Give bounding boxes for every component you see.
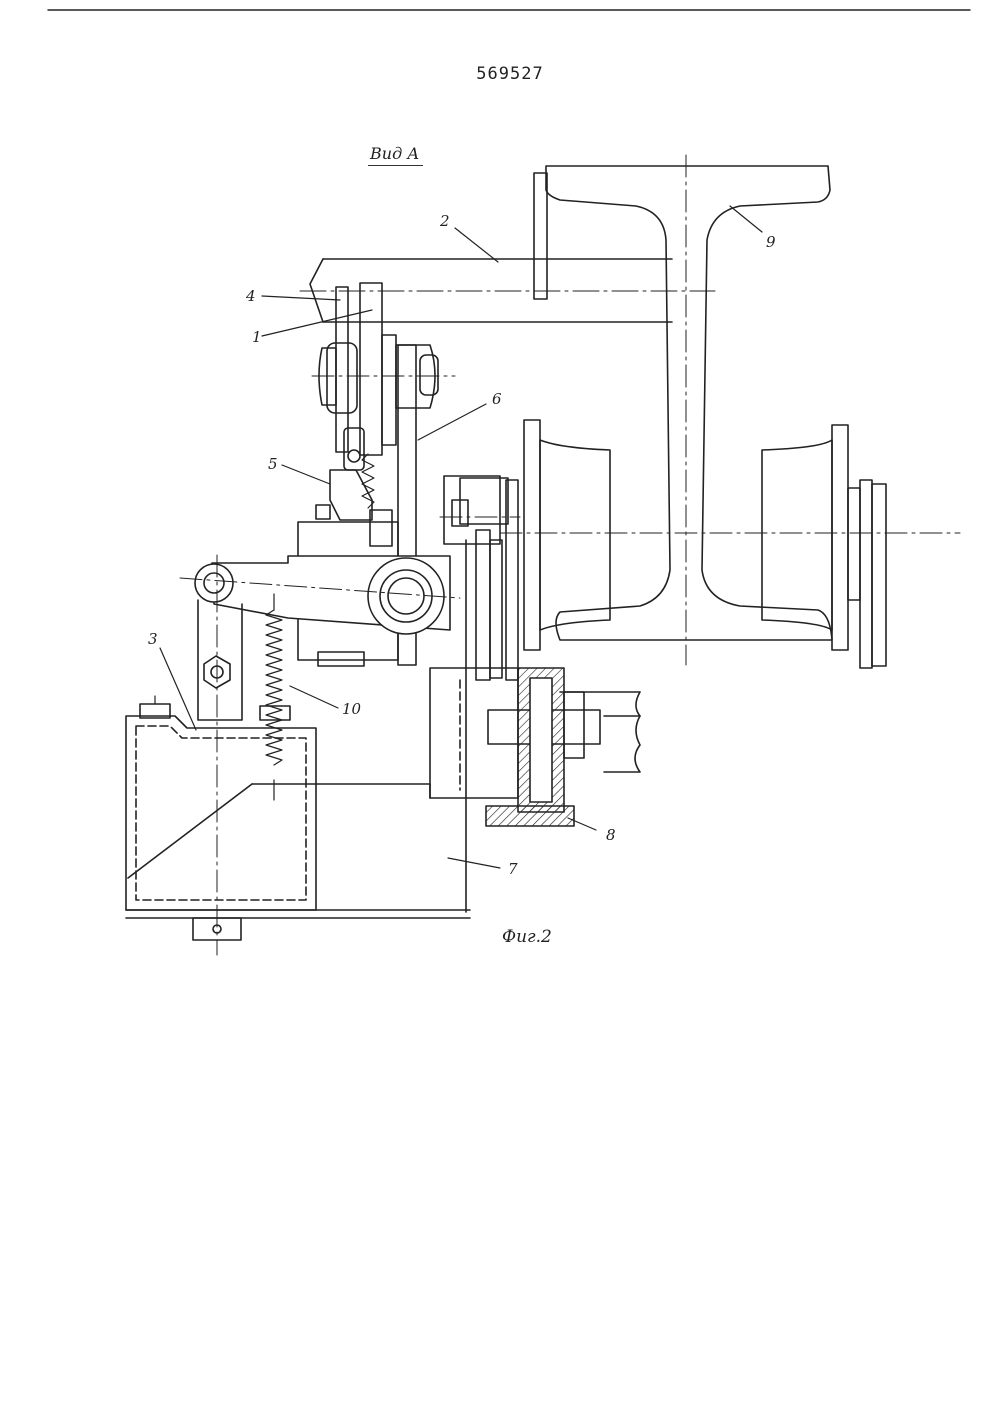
label-7: 7 [508,860,518,878]
leader-lines [160,206,762,868]
label-9: 9 [766,233,776,251]
reference-numerals: 2 9 4 1 6 5 3 10 8 7 [148,212,776,878]
counterweight-tank [126,696,470,940]
label-10: 10 [342,700,362,718]
i-beam-rail [534,155,832,665]
label-2: 2 [439,212,450,230]
label-6: 6 [492,390,502,408]
label-3: 3 [148,630,158,648]
left-wheel [500,420,960,650]
crank-lever [180,556,460,634]
label-8: 8 [606,826,616,844]
wheel-bracket [440,476,520,680]
label-4: 4 [245,287,256,305]
connecting-link [198,555,242,955]
right-wheel [762,425,886,668]
tension-spring [266,594,282,800]
label-5: 5 [268,455,278,473]
clamp-block [430,668,640,826]
label-1: 1 [252,328,262,346]
lever-assembly [316,454,392,546]
upper-roller-assembly [312,283,455,470]
